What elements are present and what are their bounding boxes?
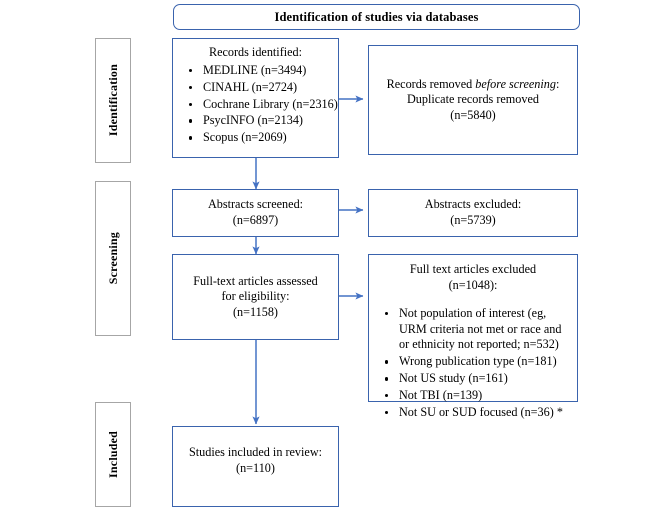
list-item: Not TBI (n=139): [382, 388, 571, 404]
records-removed-line2: Duplicate records removed: [407, 92, 539, 107]
records-removed-suffix: :: [555, 76, 560, 91]
diagram-title-box: Identification of studies via databases: [173, 4, 580, 30]
box-records-removed: Records removed before screening: Duplic…: [368, 45, 578, 155]
box-fulltext-assessed: Full-text articles assessed for eligibil…: [172, 254, 339, 340]
stage-screening: Screening: [95, 181, 131, 336]
list-item: MEDLINE (n=3494): [186, 63, 338, 79]
fulltext-assessed-line1: Full-text articles assessed: [193, 273, 318, 288]
records-identified-source-list: MEDLINE (n=3494) CINAHL (n=2724) Cochran…: [173, 63, 338, 146]
list-item: Not US study (n=161): [382, 371, 571, 387]
page-title: Identification of studies via databases: [274, 9, 479, 24]
stage-label-included: Included: [105, 431, 120, 478]
fulltext-excluded-heading-line2: (n=1048):: [448, 277, 498, 292]
stage-label-screening: Screening: [105, 232, 120, 285]
records-removed-prefix: Records removed: [386, 76, 476, 91]
abstracts-excluded-line1: Abstracts excluded:: [424, 197, 522, 212]
records-removed-line3: (n=5840): [450, 107, 496, 122]
abstracts-screened-line1: Abstracts screened:: [207, 197, 304, 212]
list-item-text: Cochrane Library (n=2316): [203, 96, 338, 111]
box-abstracts-excluded: Abstracts excluded: (n=5739): [368, 189, 578, 237]
box-studies-included: Studies included in review: (n=110): [172, 426, 339, 507]
list-item: Scopus (n=2069): [186, 130, 338, 146]
records-removed-line1: Records removed before screening:: [387, 77, 560, 93]
list-item: PsycINFO (n=2134): [186, 113, 338, 129]
stage-included: Included: [95, 402, 131, 507]
fulltext-assessed-line2: for eligibility:: [221, 289, 290, 304]
box-records-identified: Records identified: MEDLINE (n=3494) CIN…: [172, 38, 339, 158]
stage-label-identification: Identification: [105, 64, 120, 137]
studies-included-line1: Studies included in review:: [188, 445, 323, 459]
list-item: CINAHL (n=2724): [186, 80, 338, 96]
studies-included-line2: (n=110): [236, 460, 275, 475]
records-removed-italic: before screening: [475, 76, 556, 91]
list-item: Not population of interest (eg, URM crit…: [382, 306, 571, 354]
fulltext-excluded-reason-list: Not population of interest (eg, URM crit…: [369, 306, 577, 421]
stage-identification: Identification: [95, 38, 131, 163]
fulltext-excluded-heading-line1: Full text articles excluded: [409, 262, 537, 276]
box-abstracts-screened: Abstracts screened: (n=6897): [172, 189, 339, 237]
records-identified-heading: Records identified:: [208, 45, 303, 59]
abstracts-excluded-line2: (n=5739): [450, 213, 496, 227]
list-item: Wrong publication type (n=181): [382, 354, 571, 370]
box-fulltext-excluded: Full text articles excluded (n=1048): No…: [368, 254, 578, 419]
abstracts-screened-line2: (n=6897): [232, 213, 279, 227]
list-item: Cochrane Library (n=2316): [186, 97, 338, 113]
fulltext-assessed-line3: (n=1158): [232, 304, 278, 319]
list-item: Not SU or SUD focused (n=36) *: [382, 405, 571, 421]
